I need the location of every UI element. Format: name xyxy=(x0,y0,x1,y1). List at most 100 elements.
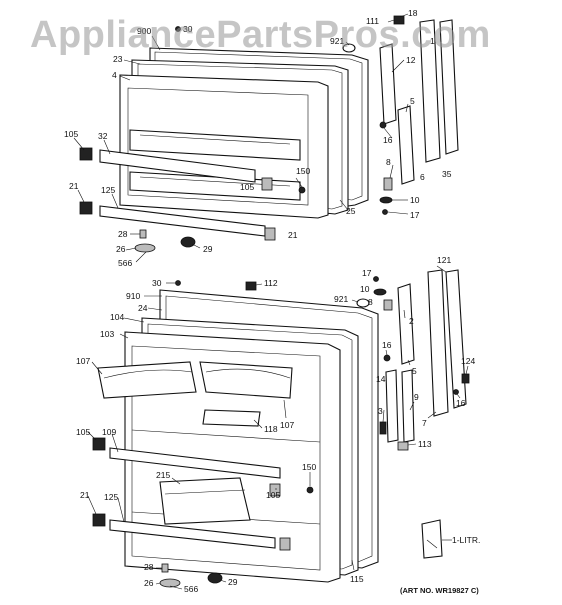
lower-part-29 xyxy=(207,572,223,584)
label-1-upper: 1 xyxy=(430,36,435,46)
label-10-upper: 10 xyxy=(410,195,420,205)
label-112-lower: 112 xyxy=(264,278,278,288)
upper-hinge-35 xyxy=(439,19,459,155)
lower-part-921 xyxy=(356,298,370,308)
lower-part-124 xyxy=(461,373,470,384)
lower-part-16-right xyxy=(453,389,459,395)
label-16-lower-left: 16 xyxy=(382,340,392,350)
label-8-lower: 8 xyxy=(368,297,373,307)
label-3-lower: 3 xyxy=(378,406,383,416)
label-21-upper-left: 21 xyxy=(69,181,79,191)
label-105-upper-left: 105 xyxy=(64,129,78,139)
label-109-lower: 109 xyxy=(102,427,116,437)
label-17-lower: 17 xyxy=(362,268,372,278)
label-900-upper: 900 xyxy=(137,26,151,36)
lower-compartment-107-right xyxy=(199,361,293,399)
upper-part-921 xyxy=(342,43,356,53)
upper-door-inner-shelf-1 xyxy=(129,129,301,161)
label-21-upper-right: 21 xyxy=(288,230,298,240)
lower-part-16-left xyxy=(383,354,391,362)
upper-callout-labels: 900 30 23 4 921 111 18 1 12 5 16 8 6 35 … xyxy=(64,8,452,268)
lower-shelf-bar-125 xyxy=(109,519,276,549)
upper-retainer-105-right xyxy=(261,177,273,191)
label-28-upper: 28 xyxy=(118,229,128,239)
label-18-upper: 18 xyxy=(408,8,418,18)
lower-hinge-121 xyxy=(445,269,467,409)
label-150-lower: 150 xyxy=(302,462,316,472)
label-17-upper: 17 xyxy=(410,210,420,220)
lower-door-liner-recess xyxy=(131,345,321,571)
lower-part-3 xyxy=(379,421,387,435)
label-16-lower-right: 16 xyxy=(456,398,466,408)
upper-part-17 xyxy=(382,209,388,215)
lower-part-112 xyxy=(245,281,257,291)
label-5-upper: 5 xyxy=(410,96,415,106)
lower-leader-lines xyxy=(87,265,469,590)
lower-compartment-107-right-lid xyxy=(205,368,291,379)
upper-part-26 xyxy=(134,243,156,253)
label-910-lower: 910 xyxy=(126,291,140,301)
lower-retainer-21-left xyxy=(92,513,106,527)
label-2-lower: 2 xyxy=(409,316,414,326)
upper-retainer-21-left xyxy=(79,201,93,215)
label-30-upper: 30 xyxy=(183,24,193,34)
literature-label: 1-LITR. xyxy=(452,535,480,545)
lower-hinge-2 xyxy=(397,283,415,365)
label-26-lower: 26 xyxy=(144,578,154,588)
label-23-upper: 23 xyxy=(113,54,123,64)
lower-part-30 xyxy=(175,280,181,286)
label-24-lower: 24 xyxy=(138,303,148,313)
lower-bin-215-rim xyxy=(164,489,246,495)
label-16-upper: 16 xyxy=(383,135,393,145)
lower-part-150 xyxy=(306,486,314,494)
label-921-lower: 921 xyxy=(334,294,348,304)
lower-retainer-105-left xyxy=(92,437,106,451)
label-104-lower: 104 xyxy=(110,312,124,322)
lower-bin-215 xyxy=(159,477,251,525)
lower-compartment-107-left xyxy=(97,361,197,399)
label-215-lower: 215 xyxy=(156,470,170,480)
label-113-lower: 113 xyxy=(418,439,432,449)
label-6-upper: 6 xyxy=(420,172,425,182)
label-9-lower: 9 xyxy=(414,392,419,402)
label-26-upper: 26 xyxy=(116,244,126,254)
lower-part-26 xyxy=(159,578,181,588)
label-7-lower: 7 xyxy=(422,418,427,428)
upper-part-29 xyxy=(180,236,196,248)
label-118-lower: 118 xyxy=(264,424,278,434)
upper-door-shelf-1-rib xyxy=(139,134,291,145)
lower-hinge-7 xyxy=(427,269,449,417)
lower-door-liner-ledge-1 xyxy=(131,429,321,443)
label-12-upper: 12 xyxy=(406,55,416,65)
label-105-upper-right: 105 xyxy=(240,182,254,192)
upper-leader-lines xyxy=(73,13,409,263)
label-105-lower-left: 105 xyxy=(76,427,90,437)
label-921-upper: 921 xyxy=(330,36,344,46)
upper-hinge-5 xyxy=(397,105,415,185)
label-5-lower: 5 xyxy=(412,366,417,376)
label-125-lower: 125 xyxy=(104,492,118,502)
upper-part-30 xyxy=(175,26,181,32)
lower-door-assembly xyxy=(92,269,470,588)
upper-door-assembly xyxy=(79,15,459,253)
label-32-upper: 32 xyxy=(98,131,108,141)
lower-part-17 xyxy=(373,276,379,282)
label-4-upper: 4 xyxy=(112,70,117,80)
label-29-upper: 29 xyxy=(203,244,213,254)
label-21-lower: 21 xyxy=(80,490,90,500)
label-124-lower: 124 xyxy=(461,356,475,366)
upper-retainer-105-left xyxy=(79,147,93,161)
label-8-upper: 8 xyxy=(386,157,391,167)
lower-tray-118 xyxy=(202,409,261,427)
label-150-upper: 150 xyxy=(296,166,310,176)
lower-retainer-right xyxy=(279,537,291,551)
lower-bracket-14 xyxy=(385,369,399,443)
lower-part-8 xyxy=(383,299,393,311)
label-105-lower-right: 105 xyxy=(266,490,280,500)
label-25-upper: 25 xyxy=(346,206,356,216)
label-566-upper: 566 xyxy=(118,258,132,268)
label-125-upper: 125 xyxy=(101,185,115,195)
literature-booklet-icon xyxy=(421,519,443,559)
